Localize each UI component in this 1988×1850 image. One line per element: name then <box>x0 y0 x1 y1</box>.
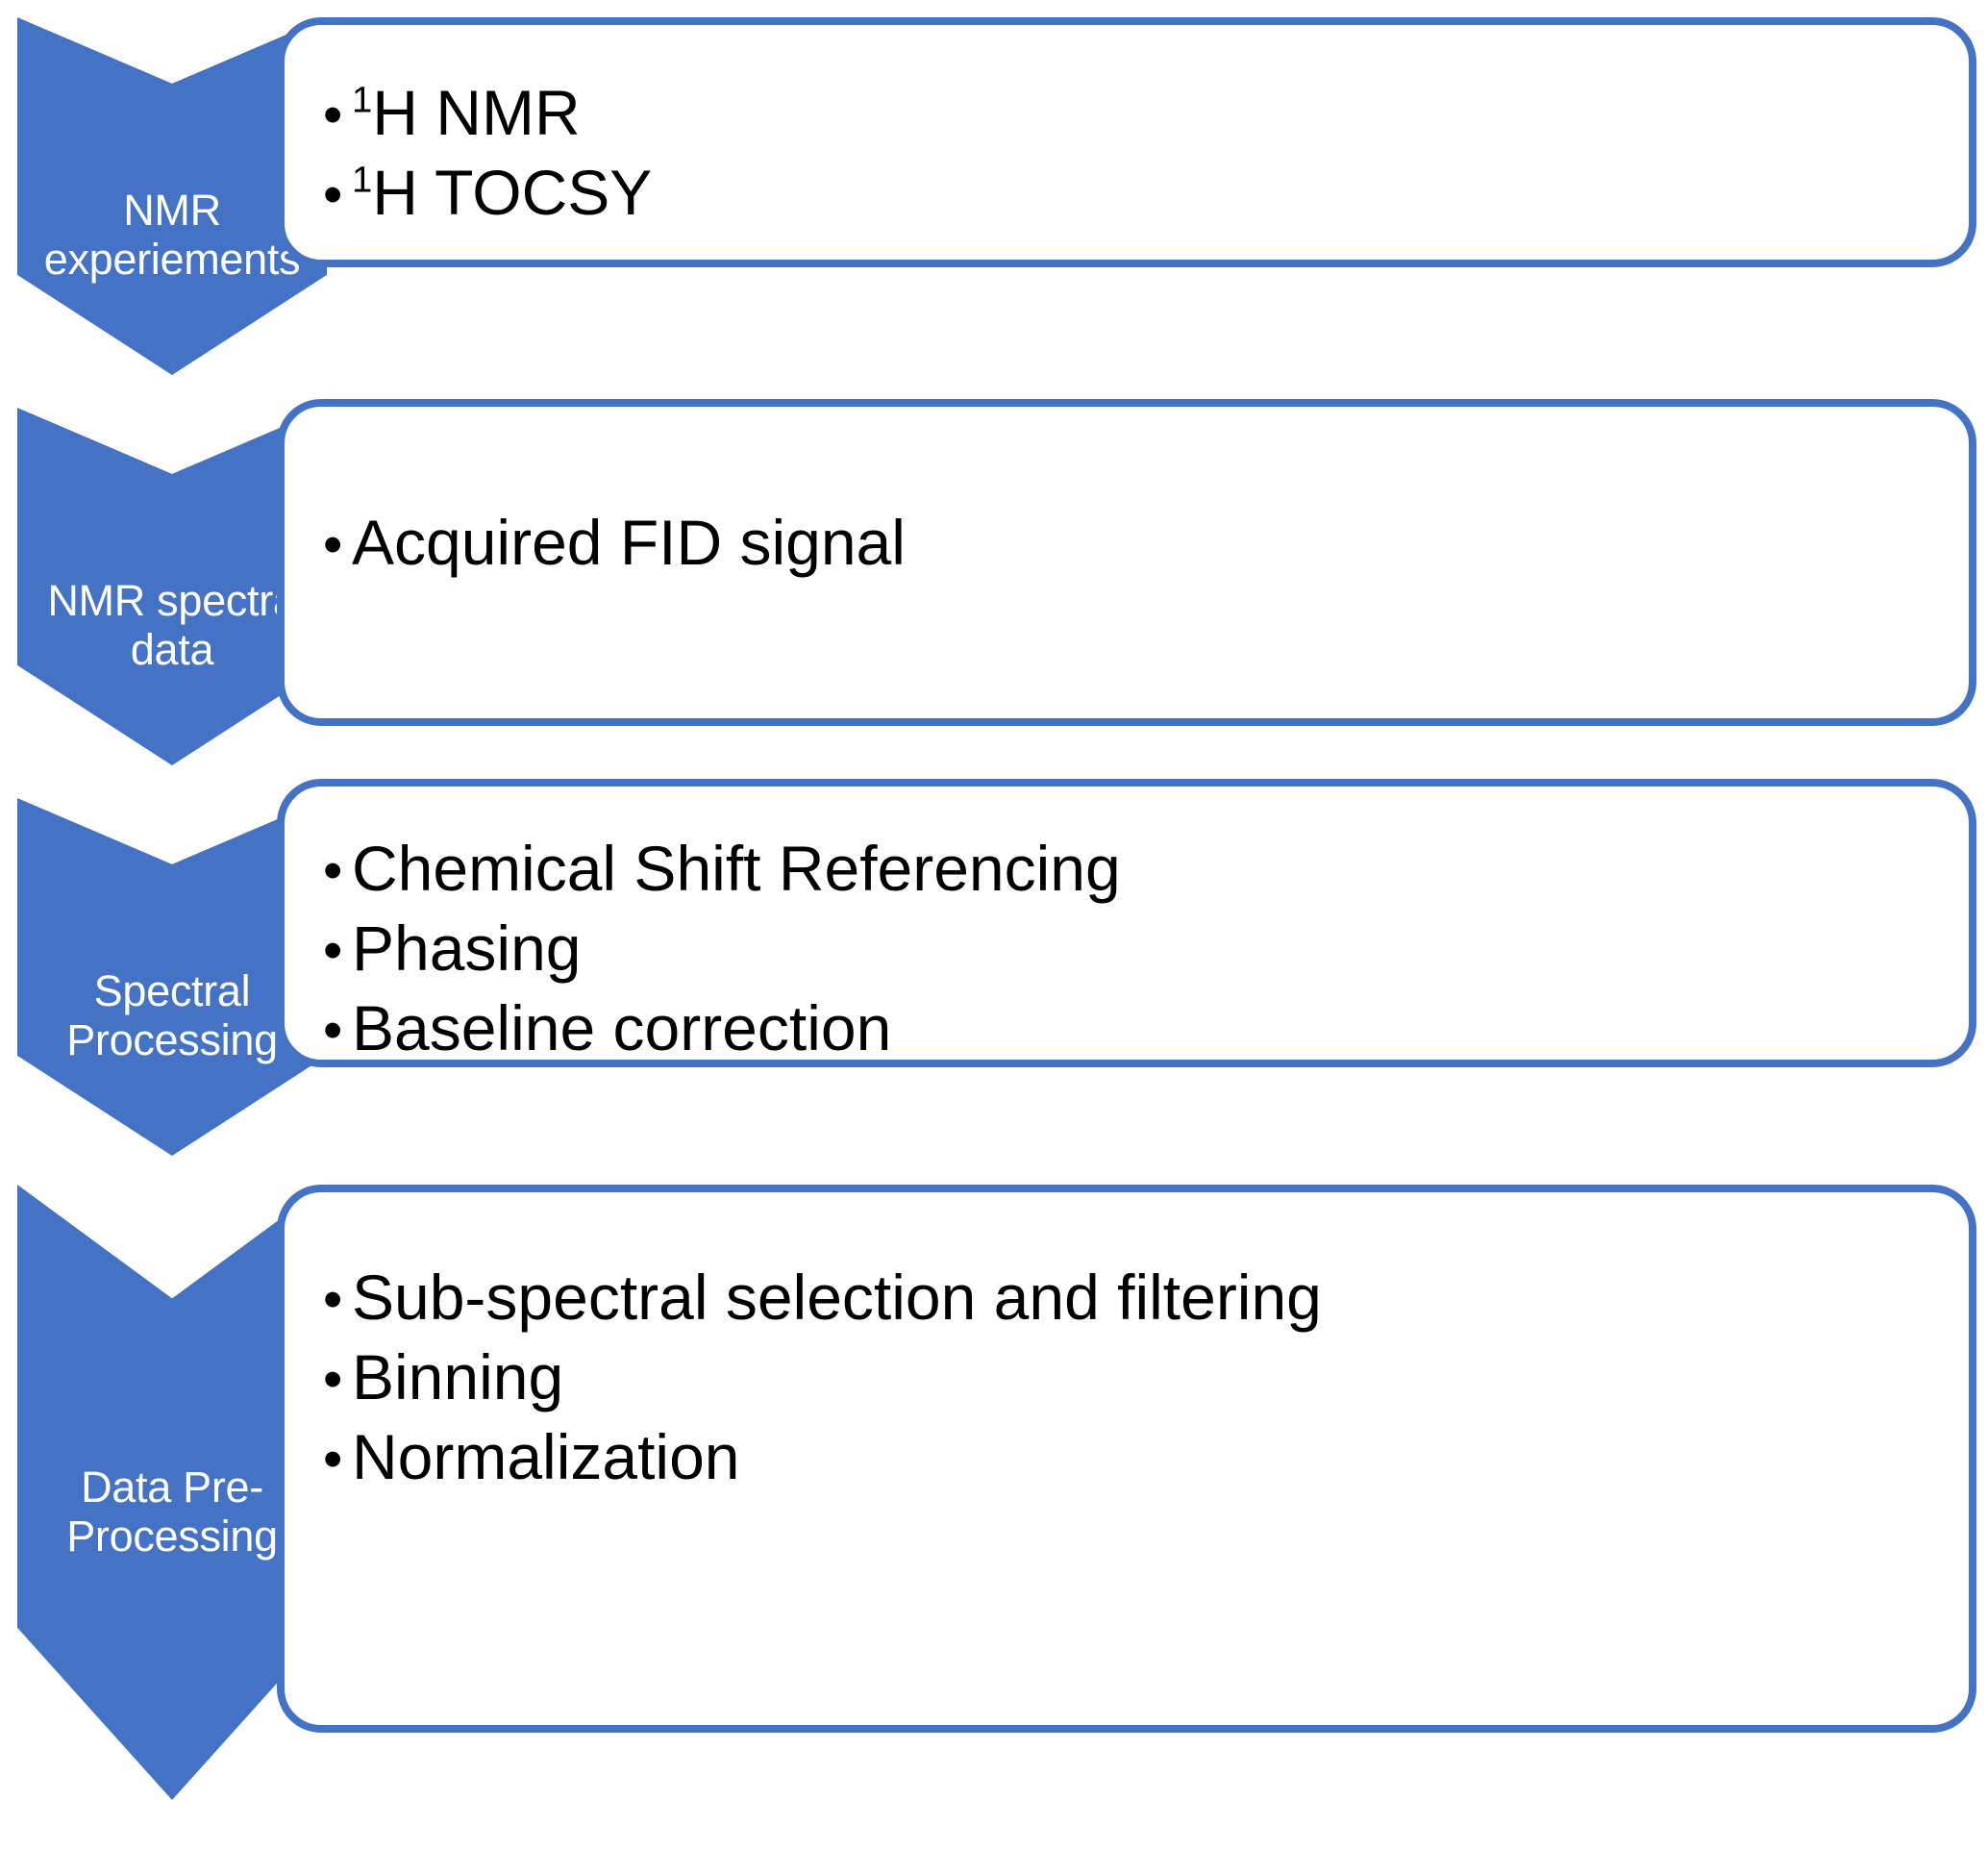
list-item-label: H TOCSY <box>372 157 653 229</box>
bullet-list-stage-2: •Acquired FID signal <box>323 503 1946 583</box>
chevron-label-stage-2: NMR spectra data <box>47 576 297 674</box>
list-item: •Phasing <box>323 909 1946 988</box>
list-item-label: Acquired FID signal <box>352 507 906 578</box>
superscript: 1 <box>352 159 373 201</box>
bullet-dot-icon: • <box>323 163 343 226</box>
bullet-list-stage-3: •Chemical Shift Referencing •Phasing •Ba… <box>323 829 1946 1068</box>
content-box-stage-4[interactable]: •Sub-spectral selection and filtering •B… <box>277 1185 1976 1733</box>
bullet-dot-icon: • <box>323 838 343 902</box>
list-item-label: Binning <box>352 1341 564 1413</box>
bullet-dot-icon: • <box>323 1348 343 1411</box>
chevron-label-stage-4: Data Pre- Processing <box>66 1462 278 1561</box>
chevron-label-stage-1: NMR experiements <box>43 186 301 284</box>
chevron-label-stage-3: Spectral Processing <box>66 966 278 1064</box>
list-item: •Acquired FID signal <box>323 503 1946 583</box>
bullet-dot-icon: • <box>323 1267 343 1331</box>
bullet-dot-icon: • <box>323 999 343 1062</box>
bullet-dot-icon: • <box>323 919 343 982</box>
list-item: •Chemical Shift Referencing <box>323 829 1946 909</box>
list-item: •1H NMR <box>323 73 1946 153</box>
content-box-stage-3[interactable]: •Chemical Shift Referencing •Phasing •Ba… <box>277 779 1976 1067</box>
list-item: •Normalization <box>323 1417 1946 1497</box>
list-item: •1H TOCSY <box>323 153 1946 233</box>
list-item: •Binning <box>323 1338 1946 1417</box>
bullet-dot-icon: • <box>323 1428 343 1491</box>
list-item-label: Normalization <box>352 1421 740 1493</box>
bullet-dot-icon: • <box>323 512 343 576</box>
content-box-stage-1[interactable]: •1H NMR •1H TOCSY <box>277 17 1976 267</box>
list-item-label: H NMR <box>372 77 581 148</box>
bullet-list-stage-4: •Sub-spectral selection and filtering •B… <box>323 1258 1946 1497</box>
list-item-label: Chemical Shift Referencing <box>352 833 1121 904</box>
list-item: •Baseline correction <box>323 988 1946 1068</box>
superscript: 1 <box>352 79 373 121</box>
content-box-stage-2[interactable]: •Acquired FID signal <box>277 399 1976 726</box>
list-item-label: Baseline correction <box>352 992 892 1064</box>
bullet-dot-icon: • <box>323 83 343 146</box>
list-item: •Sub-spectral selection and filtering <box>323 1258 1946 1338</box>
list-item-label: Phasing <box>352 912 582 985</box>
list-item-label: Sub-spectral selection and filtering <box>352 1262 1322 1333</box>
bullet-list-stage-1: •1H NMR •1H TOCSY <box>323 73 1946 233</box>
